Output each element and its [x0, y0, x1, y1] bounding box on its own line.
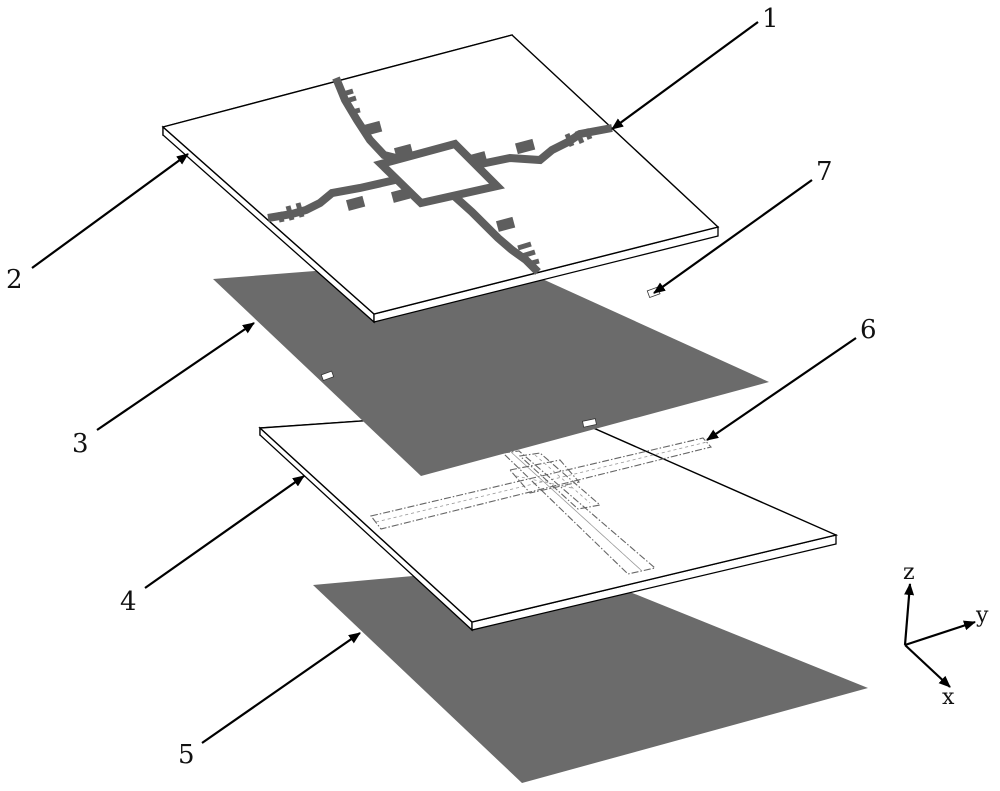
ground-slot-bottom [582, 418, 597, 428]
coupling-slot-pattern [370, 437, 713, 575]
callout-label-4: 4 [120, 587, 137, 617]
callout-label-6: 6 [860, 315, 877, 345]
y-axis-arrow [904, 620, 976, 647]
callout-label-1: 1 [762, 4, 779, 34]
callout-label-3: 3 [72, 429, 89, 459]
callout-label-5: 5 [178, 740, 195, 770]
leader-arrow-3 [96, 322, 255, 431]
z-axis-arrow [903, 583, 915, 646]
leader-arrow-2 [31, 153, 189, 269]
microstrip-feed-network [267, 76, 613, 275]
bottom-ground-plane [313, 563, 868, 783]
callout-label-7: 7 [816, 157, 833, 187]
ground-slot-left [320, 370, 335, 382]
leader-arrow-1 [611, 21, 759, 130]
callout-label-2: 2 [6, 265, 23, 295]
leader-arrow-4 [144, 475, 305, 589]
y-axis-label: y [975, 603, 989, 628]
leader-arrow-7 [653, 179, 813, 294]
z-axis-label: z [903, 560, 915, 585]
x-axis-label: x [942, 685, 955, 710]
leader-arrow-6 [706, 337, 857, 441]
coordinate-axes: z y x [903, 560, 989, 710]
x-axis-arrow [904, 644, 951, 688]
leader-arrow-5 [201, 632, 361, 744]
